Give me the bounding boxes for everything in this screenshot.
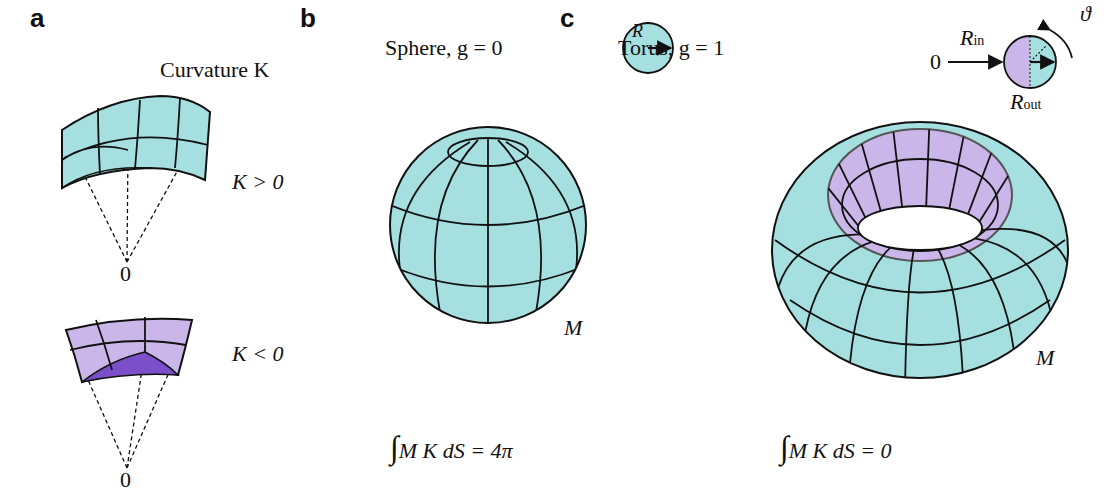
curvature-sign: K < 0: [232, 342, 284, 366]
torus-grid-line: [893, 132, 902, 207]
sphere: [390, 127, 586, 323]
origin-label: 0: [120, 468, 131, 492]
angle-label: ϑ: [1080, 2, 1091, 26]
torus-grid-line: [850, 247, 891, 362]
curvature-title: Curvature K: [160, 58, 269, 82]
curvature-sign: K > 0: [232, 170, 284, 194]
torus-grid-line: [905, 250, 914, 377]
torus-grid-line: [842, 159, 998, 251]
torus-grid-line: [790, 300, 1050, 345]
torus-grid-line: [805, 242, 872, 331]
gauss-bonnet-integral: ∫M K dS = 0: [780, 430, 892, 465]
torus: [772, 122, 1068, 378]
torus-grid-line: [968, 153, 991, 214]
positive-patch: [62, 96, 210, 262]
panel-letter: b: [300, 4, 316, 33]
manifold-label: M: [564, 316, 582, 340]
surface-title: Sphere, g = 0: [385, 36, 503, 60]
torus-grid-line: [982, 229, 1068, 263]
gauss-bonnet-integral: ∫M K dS = 4π: [390, 430, 513, 465]
torus-grid-line: [938, 249, 963, 372]
panel-letter: c: [560, 4, 574, 33]
negative-patch: [66, 317, 192, 468]
torus-grid-line: [975, 238, 1051, 310]
panel-letter: a: [30, 4, 44, 33]
torus-grid-line: [926, 129, 929, 206]
torus-grid-line: [949, 137, 963, 209]
torus-grid-line: [979, 176, 1008, 222]
surface-title: Torus, g = 1: [618, 36, 724, 60]
origin-label: 0: [930, 50, 941, 74]
torus-grid-line: [862, 144, 881, 211]
outer-radius-label: Rout: [1010, 90, 1041, 114]
manifold-label: M: [1036, 346, 1054, 370]
inner-radius-label: Rin: [960, 26, 984, 50]
origin-label: 0: [120, 262, 131, 286]
